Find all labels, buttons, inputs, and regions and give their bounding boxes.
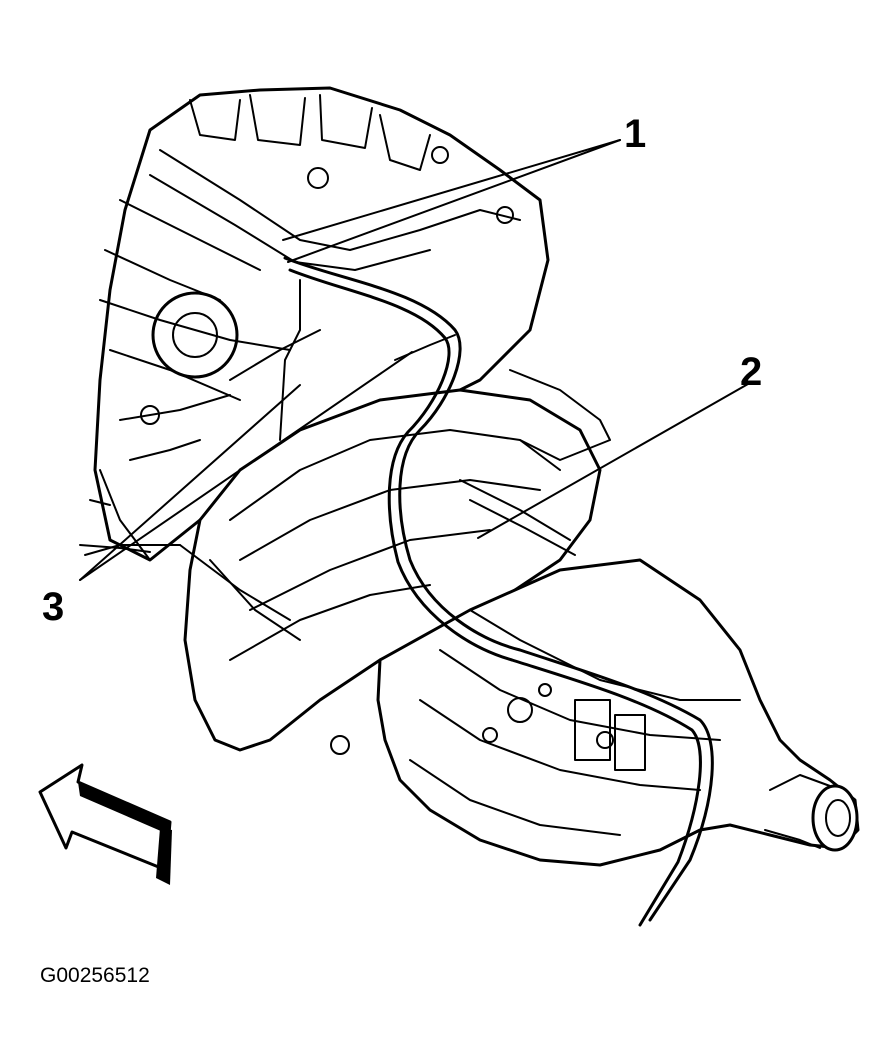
- callout-2: 2: [740, 350, 762, 394]
- figure-id: G00256512: [40, 964, 150, 987]
- callout-leaders: [79, 139, 749, 581]
- output-shaft: [764, 774, 859, 852]
- callout-1: 1: [624, 112, 646, 156]
- callout-3: 3: [42, 585, 64, 629]
- direction-arrow-icon: [38, 763, 172, 885]
- engine-block: [79, 86, 550, 562]
